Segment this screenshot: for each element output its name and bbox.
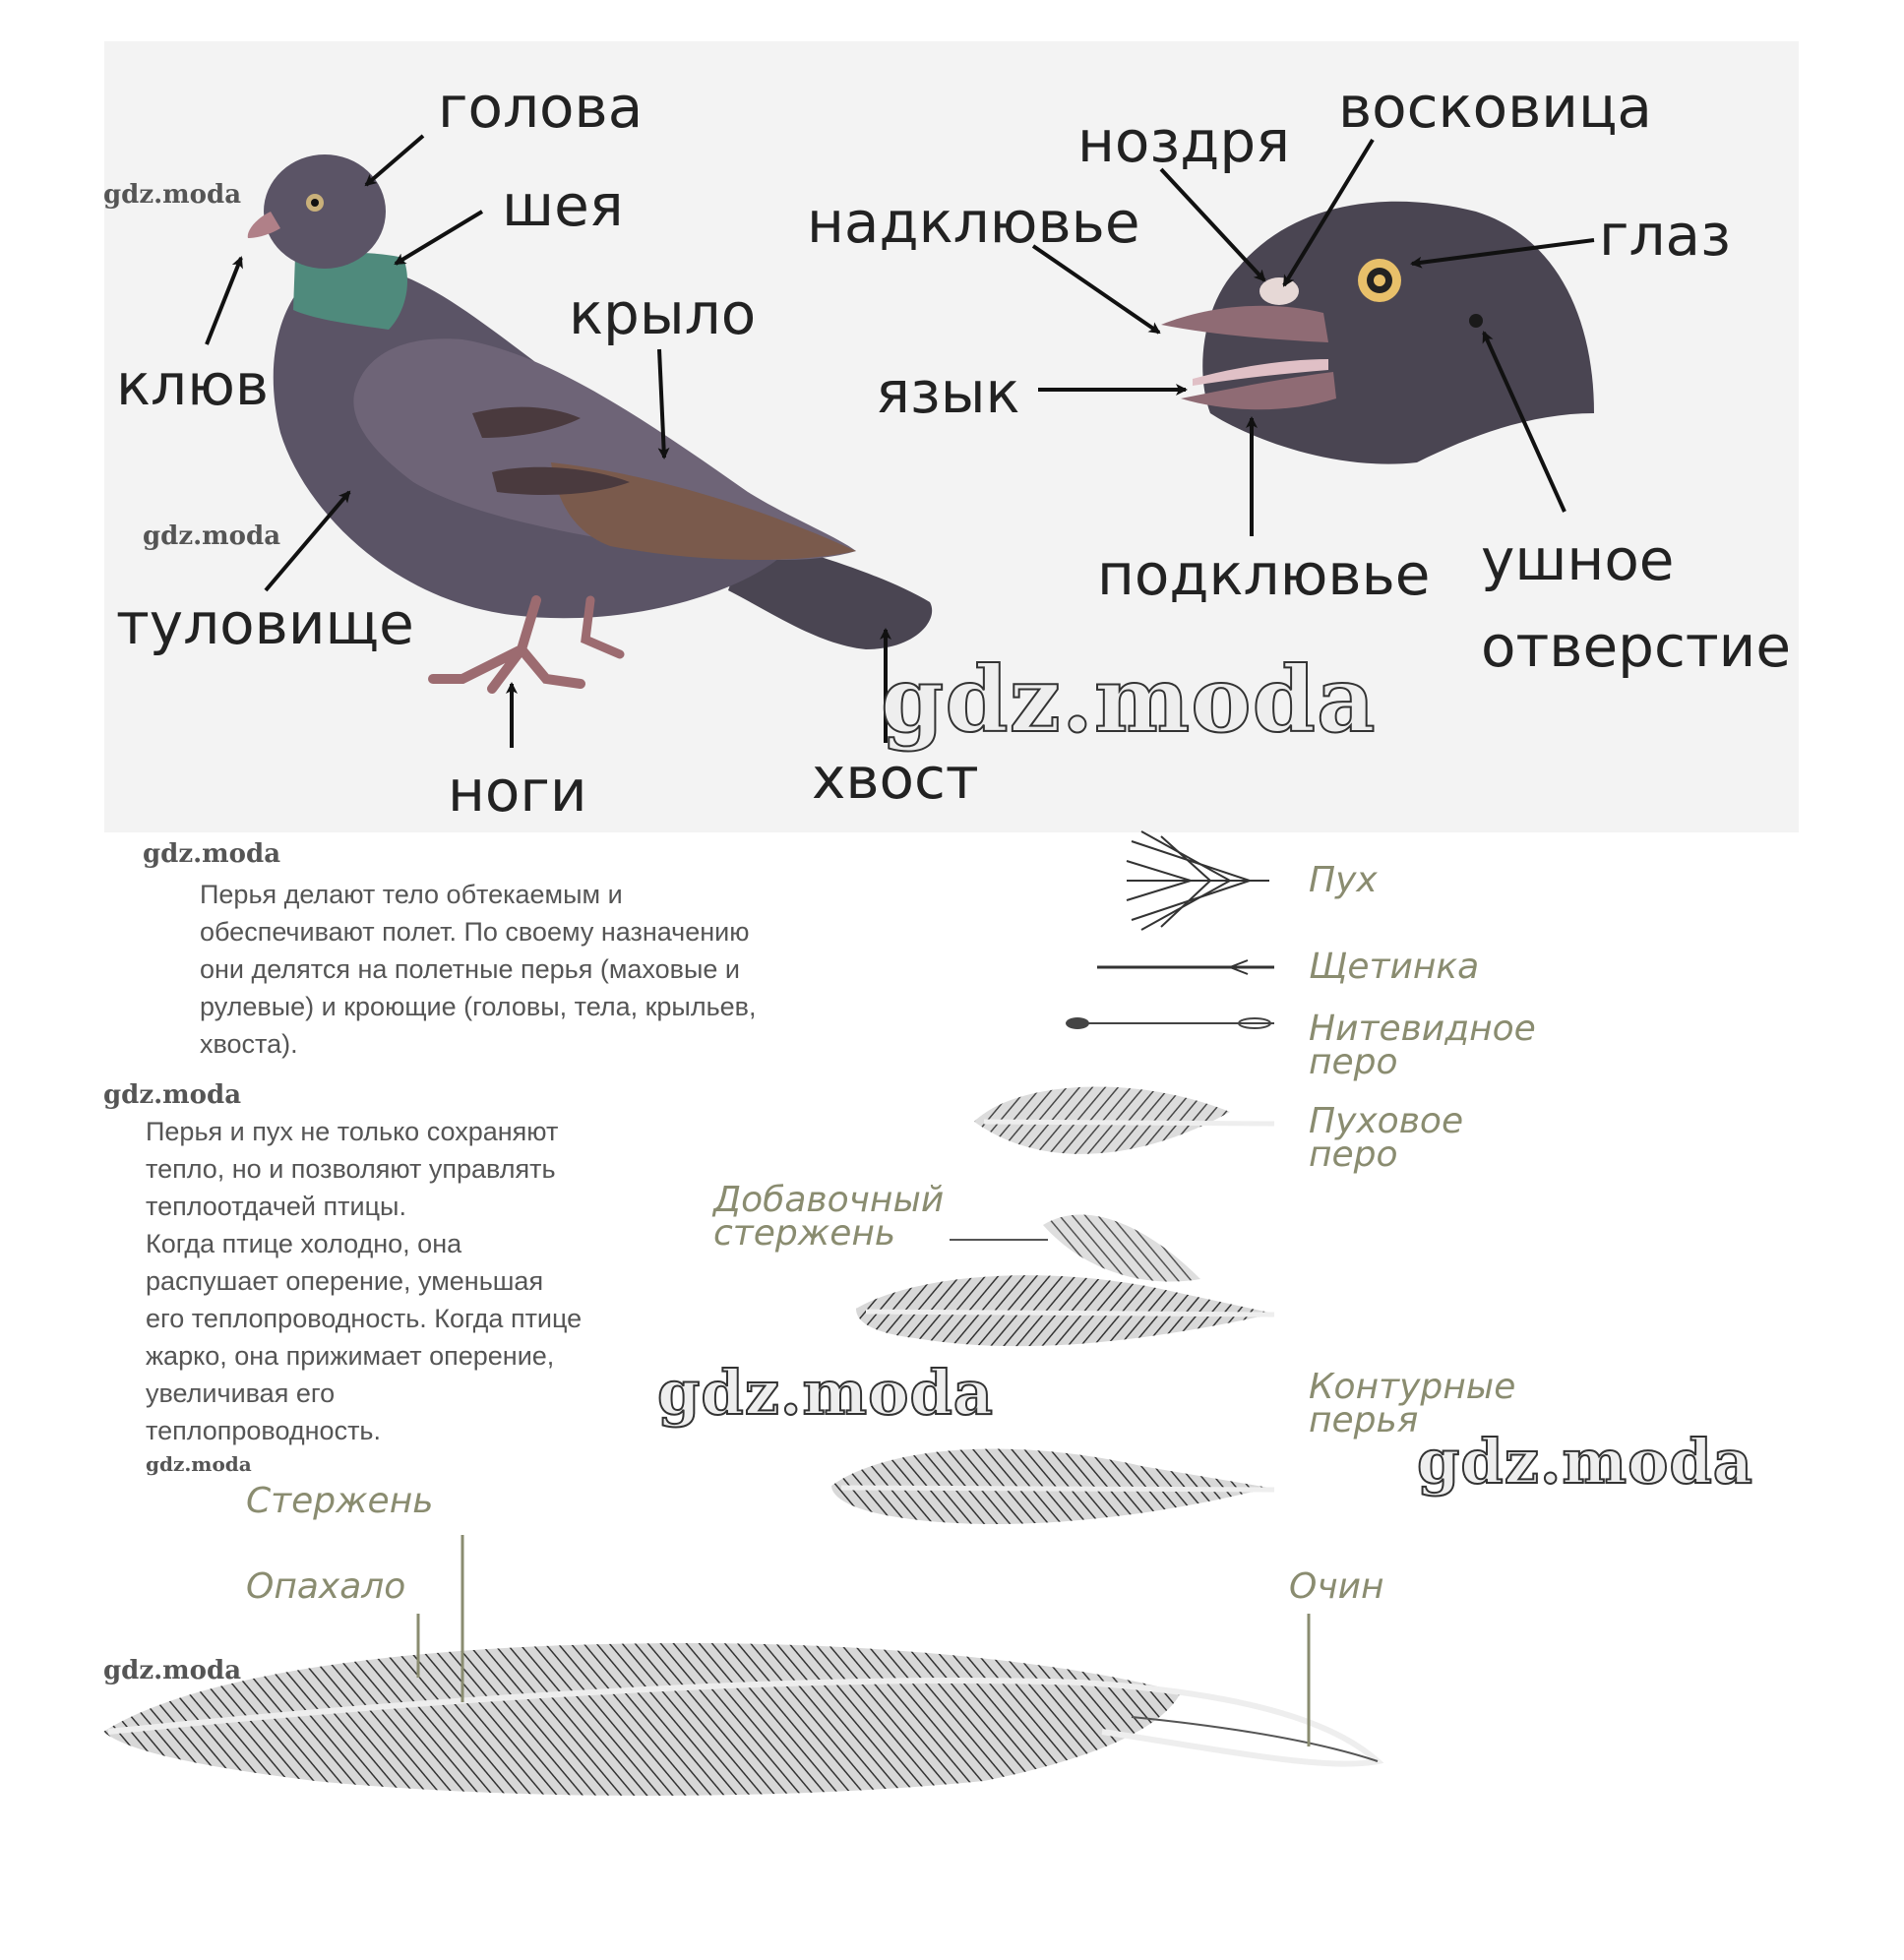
watermark-large-2: gdz.moda [656, 1357, 994, 1429]
watermark-small-3: gdz.moda [143, 839, 281, 869]
label-head: голова [438, 74, 644, 141]
watermark-small-5: gdz.moda [146, 1452, 252, 1476]
label-eye: глаз [1599, 202, 1731, 269]
watermark-small-1: gdz.moda [103, 180, 242, 210]
watermark-small-4: gdz.moda [103, 1080, 242, 1110]
head-arrows [1031, 138, 1595, 536]
paragraph-feathers-heat: Перья и пух не только сохраняют тепло, н… [146, 1117, 583, 1445]
label-calamus: Очин [1289, 1566, 1384, 1607]
label-wing: крыло [569, 280, 757, 347]
watermark-small-2: gdz.moda [143, 521, 281, 551]
label-down-feather-1: Пуховое [1309, 1101, 1464, 1141]
label-tail: хвост [812, 745, 979, 812]
label-contour-2: перья [1309, 1400, 1419, 1440]
feather-types-illustration [831, 830, 1275, 1525]
label-shaft: Стержень [246, 1481, 434, 1521]
head-closeup-illustration [1161, 201, 1594, 464]
label-beak: клюв [116, 351, 270, 418]
watermark-large-1: gdz.moda [880, 646, 1377, 753]
label-ear-line2: отверстие [1481, 613, 1792, 680]
label-upper-beak: надклювье [807, 189, 1140, 256]
label-contour-1: Контурные [1309, 1367, 1516, 1407]
large-feather-leaders [416, 1535, 1311, 1746]
label-down-feather-2: перо [1309, 1134, 1398, 1175]
paragraph-feathers-function: Перья делают тело обтекаемым и обеспечив… [200, 880, 757, 1059]
label-vane: Опахало [246, 1566, 406, 1607]
label-legs: ноги [448, 758, 587, 825]
label-bristle: Щетинка [1309, 947, 1480, 987]
label-body: туловище [116, 590, 414, 657]
label-lower-beak: подклювье [1097, 541, 1431, 608]
label-aftershaft-2: стержень [713, 1213, 896, 1254]
label-ear-line1: ушное [1481, 526, 1675, 593]
label-aftershaft-1: Добавочный [713, 1180, 945, 1220]
label-neck: шея [502, 172, 624, 239]
label-cere: восковица [1338, 74, 1652, 141]
label-down: Пух [1309, 860, 1378, 900]
label-filoplume-2: перо [1309, 1042, 1398, 1082]
watermark-small-6: gdz.moda [103, 1656, 242, 1685]
pigeon-illustration [247, 154, 933, 694]
label-filoplume-1: Нитевидное [1309, 1009, 1536, 1049]
label-nostril: ноздря [1077, 108, 1291, 175]
large-feather-illustration [103, 1643, 1384, 1796]
pigeon-arrows [205, 134, 891, 748]
watermark-large-3: gdz.moda [1416, 1426, 1753, 1498]
label-tongue: язык [876, 359, 1020, 426]
